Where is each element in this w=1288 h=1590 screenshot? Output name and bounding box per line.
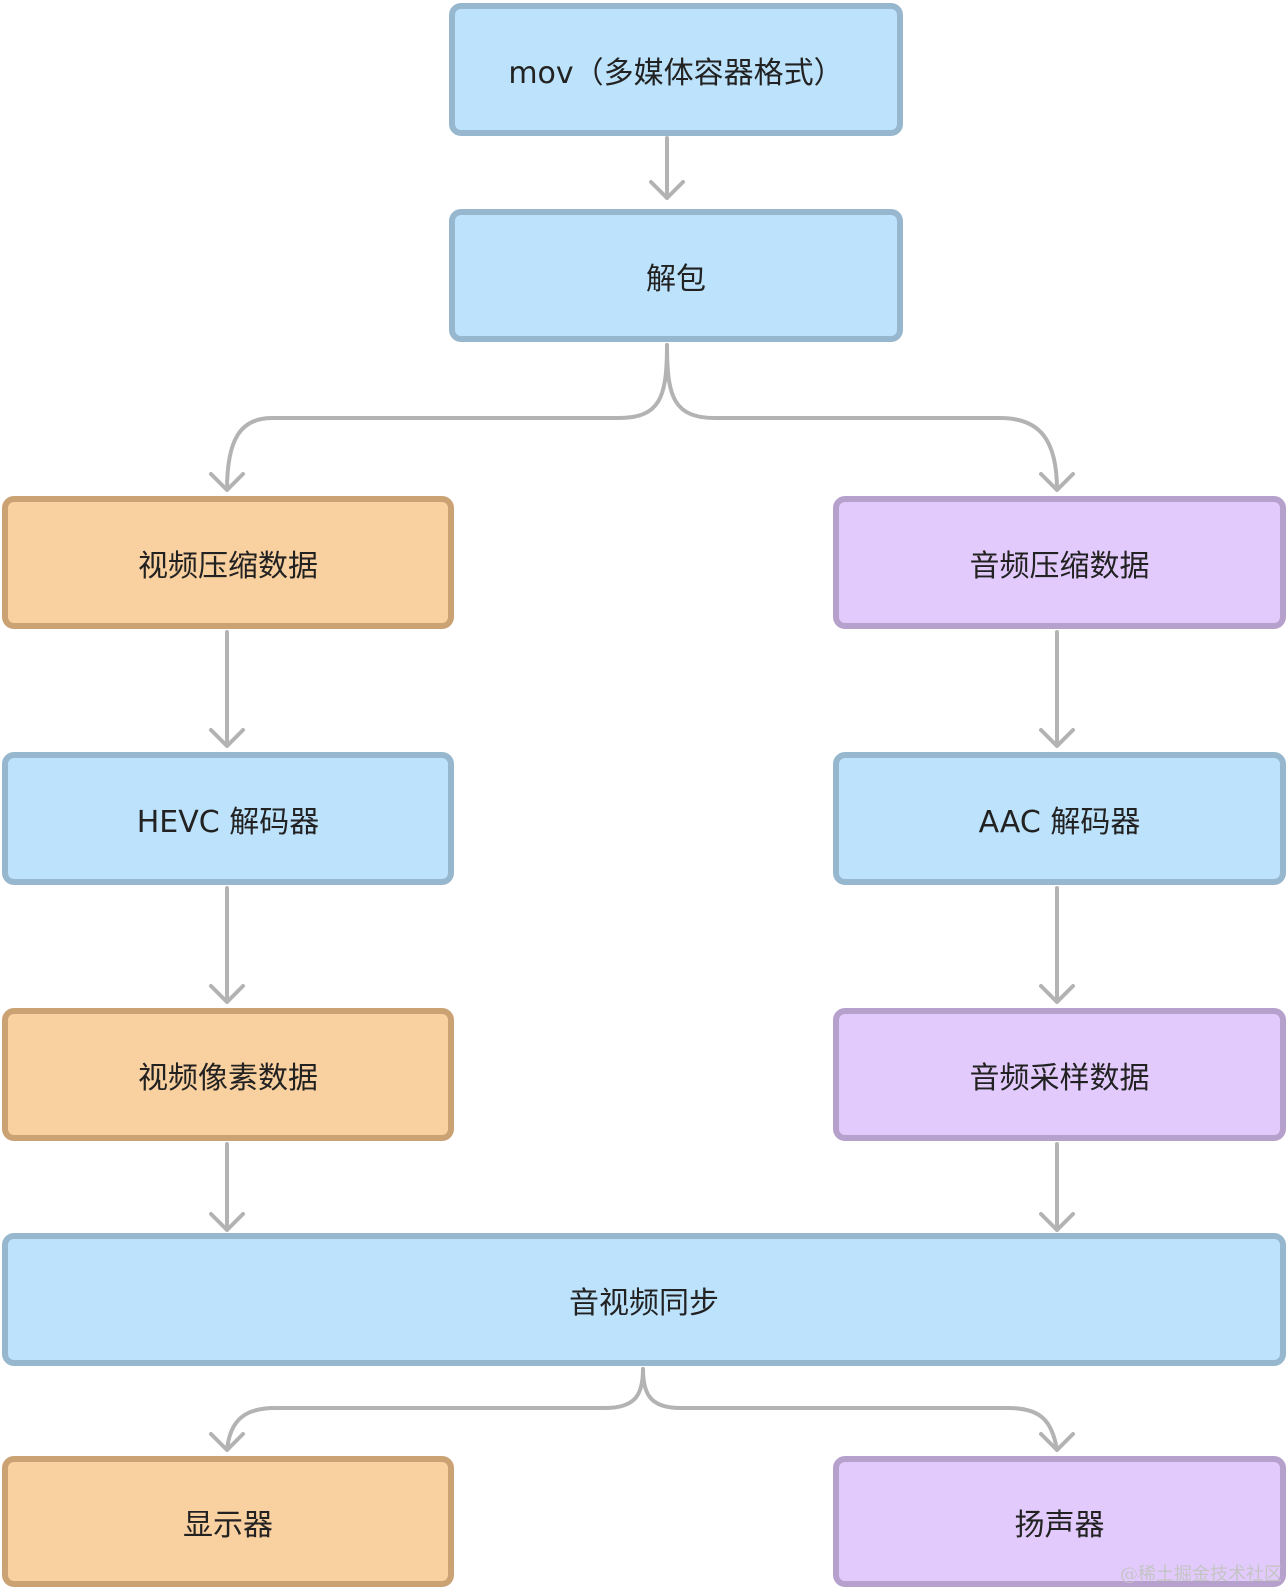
edge-av-sync-to-display: [209, 1367, 645, 1452]
edge-video-pixels-to-av-sync: [209, 1142, 245, 1232]
edge-video-compressed-to-hevc: [209, 630, 245, 748]
node-demux: 解包: [449, 209, 903, 342]
node-display-label: 显示器: [183, 1507, 273, 1543]
node-demux-label: 解包: [646, 261, 706, 297]
node-display: 显示器: [2, 1456, 454, 1587]
edge-audio-compressed-to-aac: [1039, 630, 1075, 748]
node-av-sync-label: 音视频同步: [569, 1285, 719, 1321]
node-audio-samples-label: 音频采样数据: [969, 1060, 1150, 1096]
node-hevc-decoder-label: HEVC 解码器: [136, 804, 320, 840]
node-video-pixels-label: 视频像素数据: [138, 1060, 318, 1096]
node-hevc-decoder: HEVC 解码器: [2, 752, 454, 885]
edge-av-sync-to-speaker: [641, 1367, 1075, 1452]
node-audio-samples: 音频采样数据: [833, 1008, 1286, 1141]
node-video-compressed-label: 视频压缩数据: [138, 548, 318, 584]
edge-demux-to-video-compressed: [209, 343, 669, 492]
node-audio-compressed-label: 音频压缩数据: [969, 548, 1150, 584]
node-video-pixels: 视频像素数据: [2, 1008, 454, 1141]
node-speaker-label: 扬声器: [1014, 1507, 1105, 1543]
node-mov-container: mov（多媒体容器格式）: [449, 3, 903, 136]
edge-aac-to-audio-samples: [1039, 886, 1075, 1004]
node-mov-container-label: mov（多媒体容器格式）: [508, 55, 844, 91]
watermark-text: @稀土掘金技术社区: [1120, 1564, 1282, 1585]
node-aac-decoder: AAC 解码器: [833, 752, 1286, 885]
node-speaker: 扬声器: [833, 1456, 1286, 1587]
edge-audio-samples-to-av-sync: [1039, 1142, 1075, 1232]
node-audio-compressed: 音频压缩数据: [833, 496, 1286, 629]
edge-demux-to-audio-compressed: [665, 343, 1075, 492]
node-video-compressed: 视频压缩数据: [2, 496, 454, 629]
node-aac-decoder-label: AAC 解码器: [978, 804, 1141, 840]
edge-mov-to-demux: [649, 136, 685, 200]
node-av-sync: 音视频同步: [2, 1233, 1286, 1366]
edge-hevc-to-video-pixels: [209, 886, 245, 1004]
